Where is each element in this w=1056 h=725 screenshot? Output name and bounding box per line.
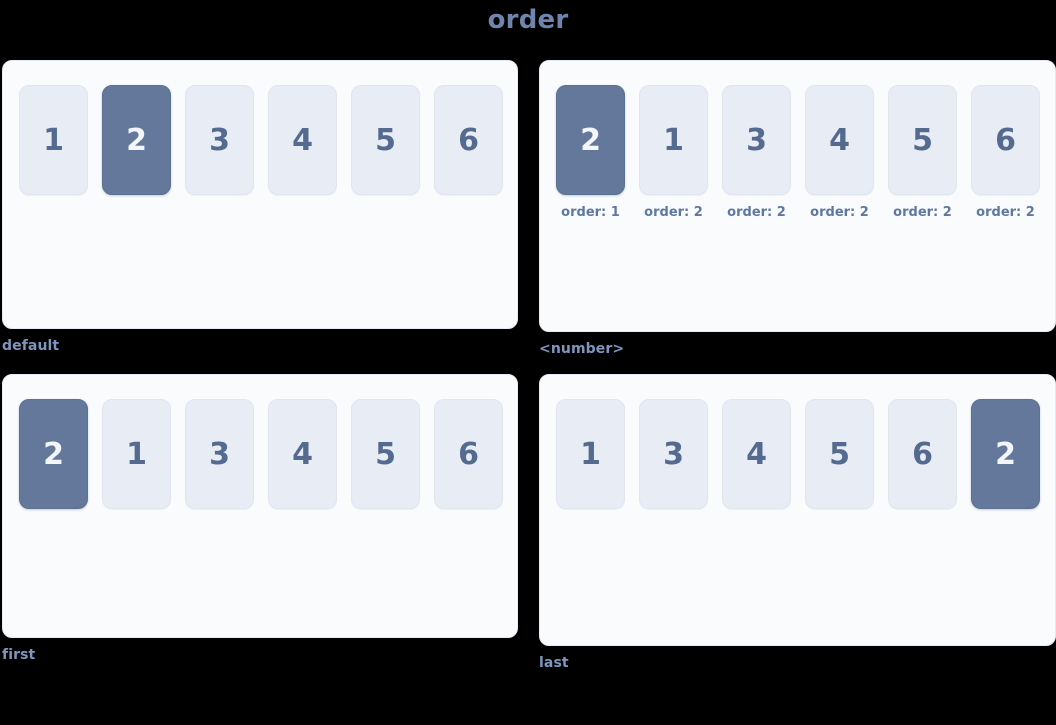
order-item-highlighted[interactable]: 2 bbox=[556, 85, 625, 195]
list-item: 4 bbox=[722, 399, 791, 509]
list-item: 5 bbox=[351, 85, 420, 195]
order-item[interactable]: 4 bbox=[722, 399, 791, 509]
order-item[interactable]: 1 bbox=[19, 85, 88, 195]
order-item-highlighted[interactable]: 2 bbox=[102, 85, 171, 195]
order-item[interactable]: 5 bbox=[805, 399, 874, 509]
panel-caption-default: default bbox=[2, 338, 60, 354]
order-item-highlighted[interactable]: 2 bbox=[19, 399, 88, 509]
list-item: 3 bbox=[639, 399, 708, 509]
order-item[interactable]: 4 bbox=[805, 85, 874, 195]
item-track-default: 1 2 3 4 5 6 bbox=[19, 85, 517, 195]
list-item: 1 order: 2 bbox=[639, 85, 708, 220]
item-track-first: 2 1 3 4 5 6 bbox=[19, 399, 517, 509]
page-title: order bbox=[487, 5, 569, 35]
list-item: 3 bbox=[185, 85, 254, 195]
order-item[interactable]: 3 bbox=[639, 399, 708, 509]
order-item[interactable]: 5 bbox=[351, 399, 420, 509]
list-item: 2 bbox=[971, 399, 1040, 509]
list-item: 4 bbox=[268, 85, 337, 195]
panel-cell-number: 2 order: 1 1 order: 2 3 order: 2 4 order… bbox=[539, 60, 1056, 357]
order-item[interactable]: 3 bbox=[722, 85, 791, 195]
order-item[interactable]: 1 bbox=[639, 85, 708, 195]
panel-caption-last: last bbox=[539, 655, 569, 671]
order-value-label: order: 2 bbox=[976, 205, 1035, 220]
list-item: 6 bbox=[434, 399, 503, 509]
panel-cell-last: 1 3 4 5 6 2 bbox=[539, 374, 1056, 671]
list-item: 1 bbox=[556, 399, 625, 509]
item-track-number: 2 order: 1 1 order: 2 3 order: 2 4 order… bbox=[556, 85, 1055, 220]
order-value-label: order: 2 bbox=[893, 205, 952, 220]
order-item[interactable]: 5 bbox=[351, 85, 420, 195]
order-item[interactable]: 3 bbox=[185, 399, 254, 509]
list-item: 5 bbox=[351, 399, 420, 509]
list-item: 2 bbox=[102, 85, 171, 195]
list-item: 3 bbox=[185, 399, 254, 509]
list-item: 2 bbox=[19, 399, 88, 509]
panel-caption-first: first bbox=[2, 647, 36, 663]
panel-caption-number: <number> bbox=[539, 341, 625, 357]
order-item[interactable]: 5 bbox=[888, 85, 957, 195]
panel-cell-default: 1 2 3 4 5 6 bbox=[2, 60, 518, 354]
list-item: 3 order: 2 bbox=[722, 85, 791, 220]
list-item: 2 order: 1 bbox=[556, 85, 625, 220]
panel-first: 2 1 3 4 5 6 bbox=[2, 374, 518, 638]
panel-last: 1 3 4 5 6 2 bbox=[539, 374, 1056, 646]
list-item: 6 bbox=[888, 399, 957, 509]
item-track-last: 1 3 4 5 6 2 bbox=[556, 399, 1055, 509]
order-item[interactable]: 6 bbox=[434, 85, 503, 195]
list-item: 6 order: 2 bbox=[971, 85, 1040, 220]
list-item: 4 order: 2 bbox=[805, 85, 874, 220]
order-item[interactable]: 6 bbox=[434, 399, 503, 509]
list-item: 4 bbox=[268, 399, 337, 509]
order-value-label: order: 2 bbox=[644, 205, 703, 220]
order-value-label: order: 1 bbox=[561, 205, 620, 220]
panel-default: 1 2 3 4 5 6 bbox=[2, 60, 518, 329]
order-item[interactable]: 1 bbox=[556, 399, 625, 509]
panel-number: 2 order: 1 1 order: 2 3 order: 2 4 order… bbox=[539, 60, 1056, 332]
list-item: 1 bbox=[19, 85, 88, 195]
order-item[interactable]: 3 bbox=[185, 85, 254, 195]
list-item: 5 bbox=[805, 399, 874, 509]
order-item[interactable]: 4 bbox=[268, 85, 337, 195]
list-item: 6 bbox=[434, 85, 503, 195]
panel-cell-first: 2 1 3 4 5 6 bbox=[2, 374, 518, 663]
order-item[interactable]: 6 bbox=[971, 85, 1040, 195]
list-item: 5 order: 2 bbox=[888, 85, 957, 220]
order-value-label: order: 2 bbox=[810, 205, 869, 220]
order-item[interactable]: 6 bbox=[888, 399, 957, 509]
order-item-highlighted[interactable]: 2 bbox=[971, 399, 1040, 509]
list-item: 1 bbox=[102, 399, 171, 509]
order-item[interactable]: 1 bbox=[102, 399, 171, 509]
order-value-label: order: 2 bbox=[727, 205, 786, 220]
order-item[interactable]: 4 bbox=[268, 399, 337, 509]
